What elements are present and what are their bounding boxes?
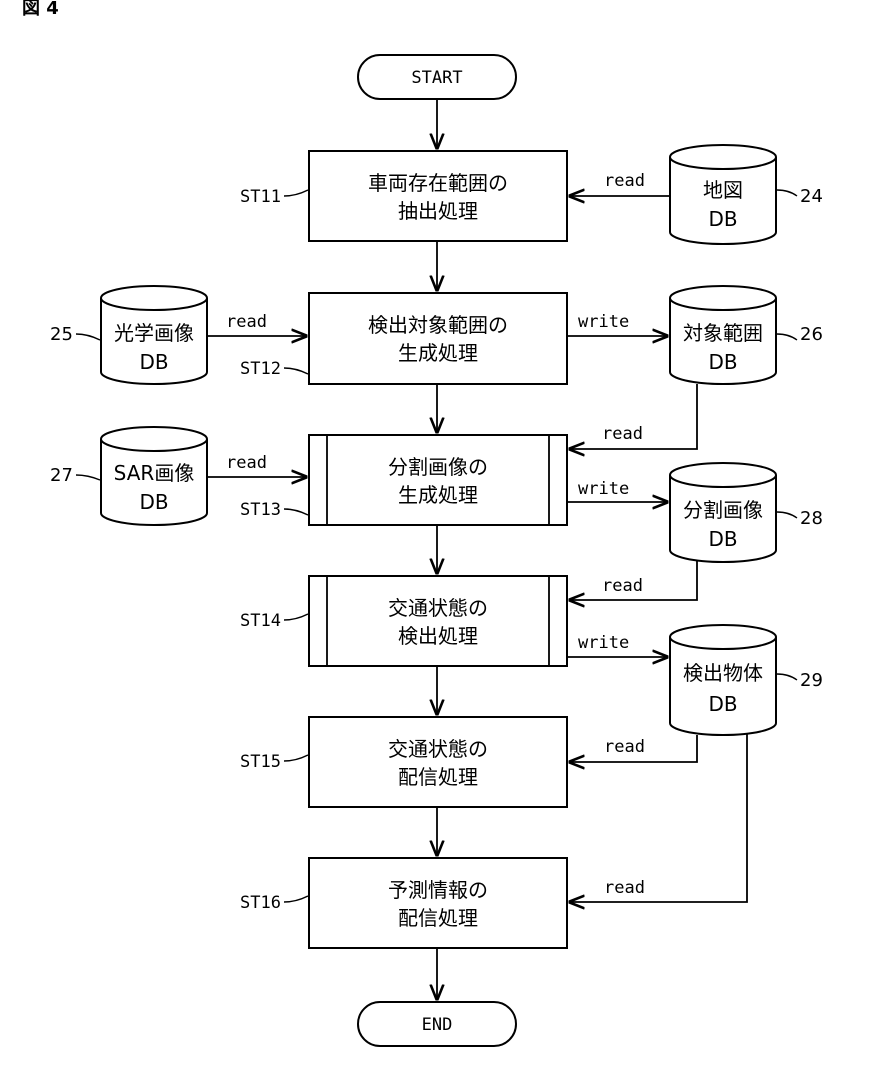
start-terminal: START: [358, 55, 516, 99]
step-st14-line2: 検出処理: [398, 624, 478, 648]
step-id-st13: ST13: [240, 500, 281, 520]
database-29-line2: DB: [708, 692, 737, 716]
database-25-line1: 光学画像: [114, 321, 194, 345]
step-id-labels: ST11 ST12 ST13 ST14 ST15 ST16: [240, 187, 308, 913]
end-label: END: [422, 1015, 453, 1035]
edge-label-read-29b: read: [604, 878, 645, 898]
database-25-line2: DB: [139, 350, 168, 374]
database-26-line2: DB: [708, 350, 737, 374]
edge-label-read-25: read: [226, 312, 267, 332]
step-st13-line1: 分割画像の: [388, 455, 488, 479]
database-24-line1: 地図: [703, 178, 743, 202]
database-24-ref: 24: [800, 186, 823, 207]
step-st16-line2: 配信処理: [398, 906, 478, 930]
edge-label-read-29a: read: [604, 737, 645, 757]
step-id-st16: ST16: [240, 893, 281, 913]
database-25: 光学画像 DB 25: [50, 286, 207, 384]
database-28: 分割画像 DB 28: [670, 463, 823, 562]
start-label: START: [411, 68, 462, 88]
step-st12: 検出対象範囲の 生成処理: [309, 293, 567, 384]
edge-label-write-29: write: [578, 633, 629, 653]
database-27: SAR画像 DB 27: [50, 427, 207, 525]
database-28-ref: 28: [800, 508, 823, 529]
edge-label-read-26: read: [602, 424, 643, 444]
step-st16-line1: 予測情報の: [388, 878, 488, 902]
database-27-line2: DB: [139, 490, 168, 514]
step-st11-line1: 車両存在範囲の: [368, 171, 508, 195]
database-26: 対象範囲 DB 26: [670, 286, 823, 384]
step-st15-line2: 配信処理: [398, 765, 478, 789]
step-st15: 交通状態の 配信処理: [309, 717, 567, 807]
step-st12-line2: 生成処理: [398, 341, 478, 365]
end-terminal: END: [358, 1002, 516, 1046]
step-id-st15: ST15: [240, 752, 281, 772]
database-24-line2: DB: [708, 207, 737, 231]
database-28-line2: DB: [708, 527, 737, 551]
database-26-ref: 26: [800, 324, 823, 345]
database-24: 地図 DB 24: [670, 145, 823, 244]
step-st12-line1: 検出対象範囲の: [368, 313, 508, 337]
database-29-ref: 29: [800, 670, 823, 691]
step-st14-line1: 交通状態の: [388, 596, 488, 620]
database-26-line1: 対象範囲: [683, 321, 763, 345]
step-st11: 車両存在範囲の 抽出処理: [309, 151, 567, 241]
step-id-st12: ST12: [240, 359, 281, 379]
arrow-db29-st16: [570, 734, 747, 902]
step-id-st14: ST14: [240, 611, 281, 631]
database-29: 検出物体 DB 29: [670, 625, 823, 735]
step-st14: 交通状態の 検出処理: [309, 576, 567, 666]
database-25-ref: 25: [50, 324, 73, 345]
figure-label: 図 4: [22, 0, 59, 19]
database-28-line1: 分割画像: [683, 498, 763, 522]
edge-label-write-28: write: [578, 479, 629, 499]
database-27-ref: 27: [50, 465, 73, 486]
edge-label-read-28: read: [602, 576, 643, 596]
step-id-st11: ST11: [240, 187, 281, 207]
edge-label-read-24: read: [604, 171, 645, 191]
edge-label-read-27: read: [226, 453, 267, 473]
database-29-line1: 検出物体: [683, 661, 763, 685]
step-st15-line1: 交通状態の: [388, 737, 488, 761]
step-st11-line2: 抽出処理: [398, 199, 478, 223]
database-27-line1: SAR画像: [114, 461, 195, 485]
edge-label-write-26: write: [578, 312, 629, 332]
step-st13: 分割画像の 生成処理: [309, 435, 567, 525]
step-st16: 予測情報の 配信処理: [309, 858, 567, 948]
step-st13-line2: 生成処理: [398, 483, 478, 507]
